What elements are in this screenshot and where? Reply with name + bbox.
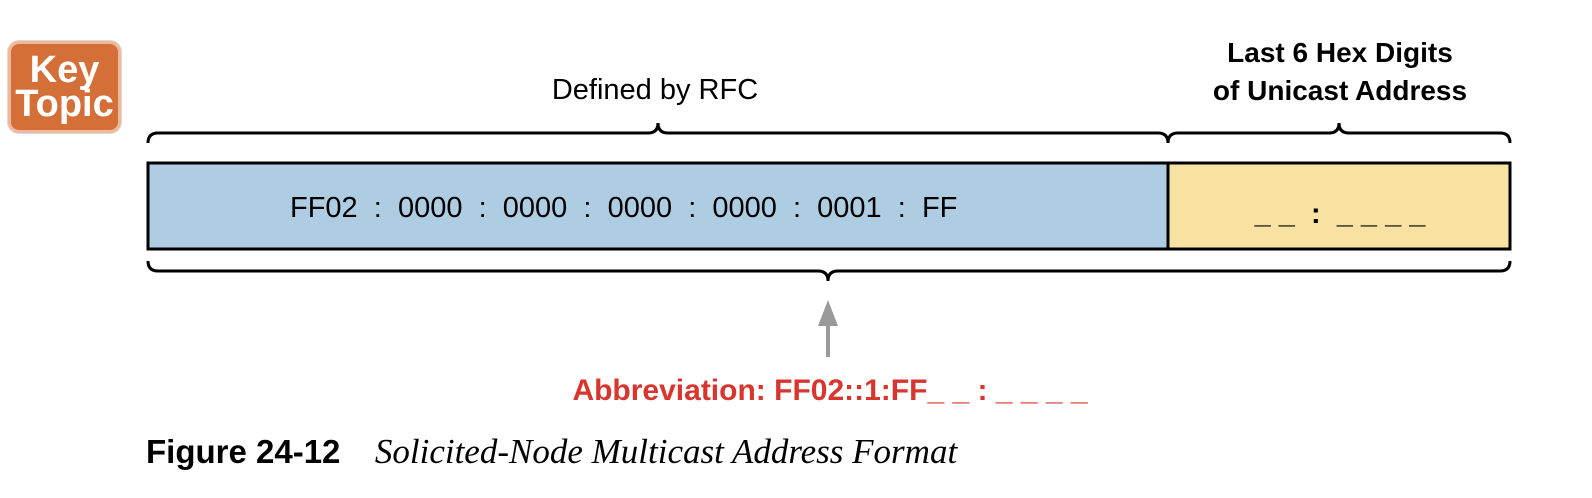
- unicast-brace: [1166, 122, 1512, 144]
- unicast-field-text: _ _ : _ _ _ _: [1254, 198, 1426, 230]
- rfc-field-text: FF02 : 0000 : 0000 : 0000 : 0000 : 0001 …: [290, 192, 958, 224]
- figure-title: Solicited-Node Multicast Address Format: [374, 432, 958, 471]
- last-digits-label: Last 6 Hex Digits of Unicast Address: [1170, 34, 1510, 110]
- arrow-head: [818, 300, 838, 326]
- badge-line-2: Topic: [15, 83, 114, 125]
- key-topic-badge: Key Topic: [8, 41, 121, 133]
- abbreviation-text: Abbreviation: FF02::1:FF_ _ : _ _ _ _: [572, 374, 1088, 407]
- figure-caption: Figure 24-12 Solicited-Node Multicast Ad…: [146, 432, 957, 472]
- figure-number: Figure 24-12: [146, 433, 341, 470]
- defined-by-rfc-label: Defined by RFC: [551, 74, 759, 106]
- badge-line-1: Key: [29, 49, 100, 91]
- rfc-brace: [146, 122, 1170, 144]
- last-digits-label-line-1: Last 6 Hex Digits: [1227, 37, 1453, 68]
- full-address-brace: [146, 260, 1512, 282]
- last-digits-label-line-2: of Unicast Address: [1212, 75, 1468, 106]
- rfc-field-box: [146, 161, 1170, 251]
- unicast-field-box: [1166, 161, 1512, 251]
